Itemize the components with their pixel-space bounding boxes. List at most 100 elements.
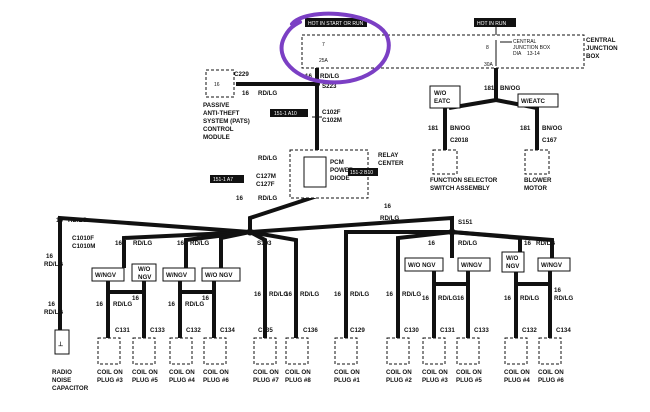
pats-label-3: SYSTEM (PATS) bbox=[203, 118, 250, 125]
coil-plug-a3: PLUG #4 bbox=[169, 377, 195, 384]
wngv-box-1-label: W/NGV bbox=[95, 272, 117, 279]
coil-plug-a6: PLUG #8 bbox=[285, 377, 311, 384]
connector-c2018: C2018 bbox=[450, 137, 469, 144]
coil-box-plug4-right bbox=[504, 337, 528, 365]
blower-label-2: MOTOR bbox=[524, 185, 547, 192]
pcm-power-diode-box bbox=[303, 156, 327, 188]
cjb-small-label-2: JUNCTION BOX bbox=[513, 45, 551, 51]
ngv1-wire-rdlg: RD/LG bbox=[133, 240, 152, 247]
c130-wire-rdlg: RD/LG bbox=[402, 291, 421, 298]
s103-center-bus-wire bbox=[122, 230, 251, 268]
wo-ngv-box-4 bbox=[501, 251, 525, 273]
ref-box-151-1-a10 bbox=[270, 109, 308, 117]
trunk-wire-fuse7-to-s103 bbox=[248, 68, 319, 232]
wo-ngv-box-2-label: W/O NGV bbox=[205, 272, 233, 279]
connector-c127m: C127M bbox=[256, 173, 276, 180]
plug8-wire-16: 16 bbox=[285, 291, 292, 298]
wo-ngv-box-3-label: W/O NGV bbox=[408, 262, 436, 269]
s103-to-wo-ngv bbox=[219, 230, 251, 268]
wngv-box-3 bbox=[457, 257, 491, 272]
coil-box-plug2 bbox=[386, 337, 410, 365]
c134r-wire-16: 16 bbox=[554, 287, 561, 294]
coil-plug-a2: PLUG #5 bbox=[132, 377, 158, 384]
coil-box-plug6-right bbox=[538, 337, 562, 365]
wngv-box-2-label: W/NGV bbox=[166, 272, 188, 279]
radio-wire-rdlg: RD/LG bbox=[44, 261, 63, 268]
bus-label-16-left: 16 bbox=[56, 217, 63, 224]
blower-motor-box bbox=[524, 149, 550, 175]
wo-eatc-line2: EATC bbox=[434, 98, 451, 105]
ngv1-junction bbox=[106, 281, 146, 294]
pats-label-5: MODULE bbox=[203, 134, 230, 141]
trunk-label-rdlg-top: RD/LG bbox=[320, 73, 339, 80]
coil-box-plug5 bbox=[132, 337, 156, 365]
pats-label-4: CONTROL bbox=[203, 126, 234, 133]
coil-plug-b3: PLUG #3 bbox=[422, 377, 448, 384]
connector-c167: C167 bbox=[542, 137, 557, 144]
blower-label-1: BLOWER bbox=[524, 177, 552, 184]
hot-start-run-label: HOT IN START OR RUN bbox=[308, 21, 364, 27]
r2-wire-rdlg: RD/LG bbox=[536, 240, 555, 247]
wo-eatc-line1: W/O bbox=[434, 90, 447, 97]
coil-plug-b2: PLUG #2 bbox=[386, 377, 412, 384]
connector-c134-left: C134 bbox=[220, 327, 235, 334]
connector-c102m: C102M bbox=[322, 117, 342, 124]
wo-ngv-box-4-line1: W/O bbox=[506, 255, 519, 262]
pats-wire-16: 16 bbox=[242, 90, 249, 97]
coil-label-a3: COIL ON bbox=[169, 369, 195, 376]
connector-c132-left: C132 bbox=[186, 327, 201, 334]
coil-label-a1: COIL ON bbox=[97, 369, 123, 376]
r2-wire-16: 16 bbox=[524, 240, 531, 247]
coil-plug-b1: PLUG #1 bbox=[334, 377, 360, 384]
relay-center-label-1: RELAY bbox=[378, 152, 399, 159]
ngv1-wire-16: 16 bbox=[115, 240, 122, 247]
pats-label-2: ANTI-THEFT bbox=[203, 110, 240, 117]
coil-label-a4: COIL ON bbox=[203, 369, 229, 376]
coil-plug-a5: PLUG #7 bbox=[253, 377, 279, 384]
coil-box-plug8 bbox=[285, 337, 309, 365]
splice-s151-label: S151 bbox=[458, 219, 473, 226]
pats-label-1: PASSIVE bbox=[203, 102, 229, 109]
wngv-box-4-label: W/NGV bbox=[541, 262, 563, 269]
cjb-small-label-3: DIA bbox=[513, 51, 522, 57]
coil-box-plug1 bbox=[334, 337, 358, 365]
fuse-7-amperage: 25A bbox=[319, 58, 329, 64]
connector-c131-left: C131 bbox=[115, 327, 130, 334]
capacitor-symbol: ⊥ bbox=[58, 341, 63, 348]
radio-wire-16-low: 16 bbox=[48, 301, 55, 308]
fuse-8-amperage: 30A bbox=[484, 62, 494, 68]
radio-wire-rdlg-low: RD/LG bbox=[44, 309, 63, 316]
cjb-small-label-4: 13-14 bbox=[527, 51, 540, 57]
wo-ngv-box-3 bbox=[404, 257, 444, 272]
wo-ngv-box-2 bbox=[201, 267, 241, 282]
radio-label-2: NOISE bbox=[52, 377, 71, 384]
connector-c102f: C102F bbox=[322, 109, 341, 116]
splice-s103-label: S103 bbox=[257, 240, 272, 247]
ref-151-2-b10: 151-2 B10 bbox=[350, 170, 373, 176]
coil-label-b3: COIL ON bbox=[422, 369, 448, 376]
coil-box-plug5-right bbox=[456, 337, 480, 365]
connector-c133-right: C133 bbox=[474, 327, 489, 334]
ref-151-1-a7: 151-1 A7 bbox=[213, 177, 233, 183]
connector-c135: C135 bbox=[258, 327, 273, 334]
hot-run-label: HOT IN RUN bbox=[477, 21, 506, 27]
fuse-7-number: 7 bbox=[322, 42, 325, 48]
radio-label-3: CAPACITOR bbox=[52, 385, 89, 392]
pcm-diode-label-1: PCM bbox=[330, 159, 344, 166]
plug7-wire-16: 16 bbox=[254, 291, 261, 298]
plug3-wire-rdlg: RD/LG bbox=[113, 301, 132, 308]
purple-annotation-circle bbox=[279, 11, 391, 85]
bnog-feed-label: BN/OG bbox=[500, 85, 520, 92]
blower-wire-bnog: BN/OG bbox=[542, 125, 562, 132]
w-eatc-label: W/EATC bbox=[521, 98, 545, 105]
coil-label-b6: COIL ON bbox=[538, 369, 564, 376]
coil-row bbox=[97, 337, 562, 365]
ref-box-151-1-a7 bbox=[210, 175, 244, 183]
wngv-box-4 bbox=[537, 257, 571, 272]
c130-wire-16: 16 bbox=[386, 291, 393, 298]
c133r-wire-16: 16 bbox=[457, 295, 464, 302]
radio-wire-16: 16 bbox=[46, 253, 53, 260]
bnog-feed-181: 181 bbox=[484, 85, 495, 92]
